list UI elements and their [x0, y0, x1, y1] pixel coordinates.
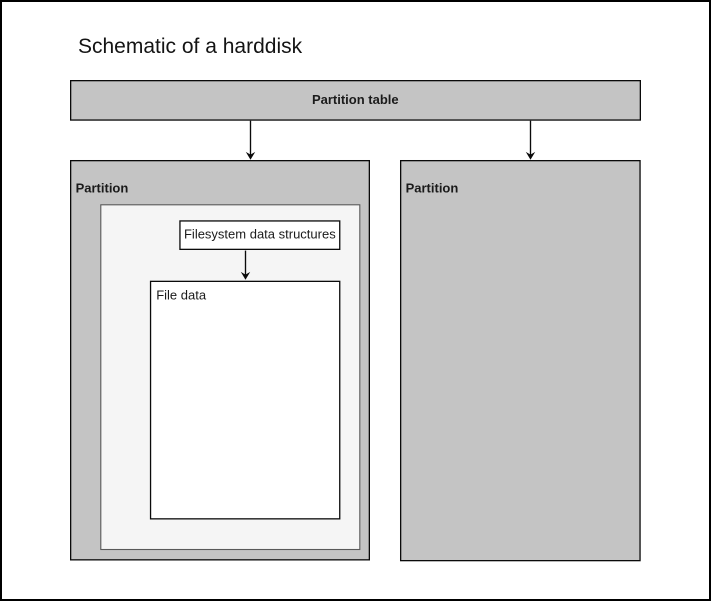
svg-text:Schematic of a harddisk: Schematic of a harddisk — [78, 35, 303, 58]
svg-text:Partition table: Partition table — [312, 92, 399, 107]
svg-text:Filesystem data structures: Filesystem data structures — [184, 227, 336, 242]
svg-text:Partition: Partition — [406, 180, 459, 195]
svg-text:File data: File data — [156, 287, 207, 302]
svg-text:Partition: Partition — [76, 180, 129, 195]
